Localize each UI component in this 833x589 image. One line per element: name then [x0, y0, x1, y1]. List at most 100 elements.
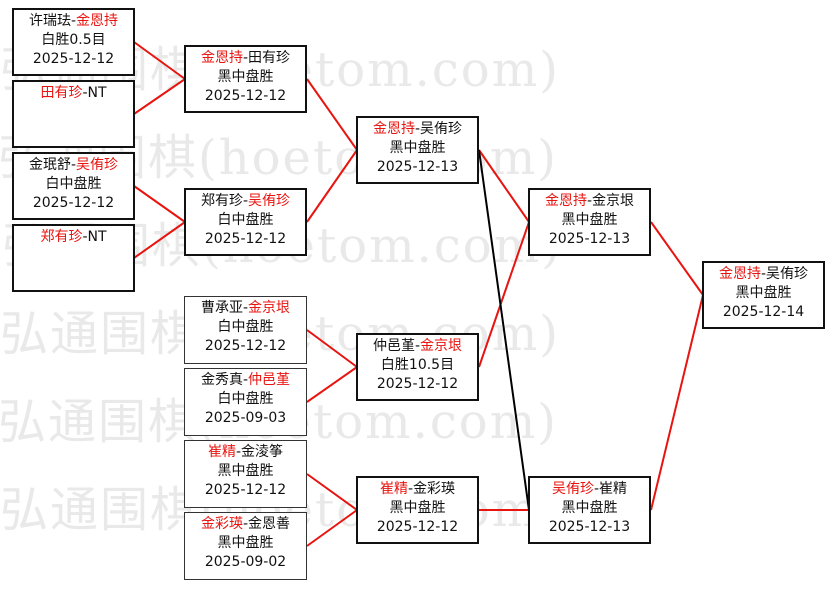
player-white[interactable]: 金京垠 [248, 300, 291, 316]
player-white[interactable]: 崔精 [599, 481, 628, 497]
player-white[interactable]: 金京垠 [420, 338, 463, 354]
match-players: 崔精-金淩筝 [185, 443, 306, 462]
vs-separator: - [586, 193, 593, 209]
match-box[interactable]: 吴侑珍-崔精黑中盘胜 2025-12-13 [528, 476, 651, 544]
match-date: 2025-09-02 [204, 554, 287, 570]
vs-separator: - [414, 121, 421, 137]
connector [133, 78, 186, 115]
connector [306, 509, 358, 547]
vs-separator: - [70, 157, 77, 173]
match-players: 田有珍-NT [14, 84, 133, 103]
player-black[interactable]: 吴侑珍 [551, 481, 594, 497]
player-black[interactable]: 金恩持 [200, 50, 243, 66]
player-black[interactable]: 郑有珍 [200, 193, 243, 209]
connector [133, 221, 186, 259]
player-white[interactable]: 金恩持 [76, 13, 119, 29]
match-date: 2025-12-12 [204, 88, 287, 104]
match-result: 白中盘胜 [217, 212, 274, 228]
match-box[interactable]: 曹承亚-金京垠白中盘胜 2025-12-12 [184, 296, 307, 364]
vs-separator: - [235, 444, 242, 460]
match-date: 2025-12-14 [722, 304, 805, 320]
match-result: 黑中盘胜 [217, 69, 274, 85]
connector [306, 149, 358, 223]
connector [306, 473, 358, 511]
player-white[interactable]: 吴侑珍 [248, 193, 291, 209]
player-black[interactable]: 田有珍 [40, 85, 83, 101]
player-black[interactable]: 金彩瑛 [200, 516, 243, 532]
match-players: 金秀真-仲邑堇 [185, 371, 306, 390]
match-result: 黑中盘胜 [217, 463, 274, 479]
match-result: 白胜10.5目 [380, 357, 455, 373]
player-white[interactable]: 金淩筝 [241, 444, 284, 460]
match-date: 2025-12-12 [376, 519, 459, 535]
player-white[interactable]: NT [87, 229, 107, 245]
player-white[interactable]: 吴侑珍 [766, 266, 809, 282]
player-black[interactable]: 金恩持 [544, 193, 587, 209]
player-black[interactable]: 曹承亚 [200, 300, 243, 316]
player-black[interactable]: 郑有珍 [40, 229, 83, 245]
match-players: 金恩持-吴侑珍 [704, 265, 823, 284]
match-box[interactable]: 郑有珍-NT [12, 224, 135, 292]
match-players: 郑有珍-吴侑珍 [186, 192, 305, 211]
match-result: 黑中盘胜 [389, 140, 446, 156]
match-result: 黑中盘胜 [735, 285, 792, 301]
player-black[interactable]: 许瑞珐 [28, 13, 71, 29]
connector [133, 41, 186, 80]
match-result: 白中盘胜 [217, 391, 274, 407]
connector [650, 221, 704, 296]
player-black[interactable]: 金恩持 [718, 266, 761, 282]
player-white[interactable]: NT [87, 85, 107, 101]
match-players: 仲邑堇-金京垠 [358, 337, 477, 356]
player-white[interactable]: 田有珍 [248, 50, 291, 66]
match-result: 黑中盘胜 [561, 500, 618, 516]
match-box[interactable]: 金彩瑛-金恩善黑中盘胜 2025-09-02 [184, 512, 307, 580]
player-white[interactable]: 金恩善 [248, 516, 291, 532]
vs-separator: - [414, 338, 421, 354]
vs-separator: - [593, 481, 600, 497]
vs-separator: - [242, 193, 249, 209]
match-result: 黑中盘胜 [217, 535, 274, 551]
player-white[interactable]: 金京垠 [592, 193, 635, 209]
vs-separator: - [760, 266, 767, 282]
match-box[interactable]: 田有珍-NT [12, 80, 135, 148]
match-date: 2025-12-12 [376, 376, 459, 392]
connector [650, 294, 704, 511]
connector [306, 78, 358, 151]
match-result: 黑中盘胜 [389, 500, 446, 516]
player-white[interactable]: 吴侑珍 [76, 157, 119, 173]
match-result: 白中盘胜 [217, 319, 274, 335]
vs-separator: - [70, 13, 77, 29]
vs-separator: - [242, 372, 249, 388]
player-black[interactable]: 仲邑堇 [372, 338, 415, 354]
player-black[interactable]: 金秀真 [200, 372, 243, 388]
connector [306, 366, 358, 403]
match-box[interactable]: 崔精-金彩瑛黑中盘胜 2025-12-12 [356, 476, 479, 544]
player-white[interactable]: 仲邑堇 [248, 372, 291, 388]
vs-separator: - [407, 481, 414, 497]
player-white[interactable]: 吴侑珍 [420, 121, 463, 137]
match-result: 白胜0.5目 [41, 32, 106, 48]
player-black[interactable]: 金珉舒 [28, 157, 71, 173]
player-black[interactable]: 崔精 [379, 481, 408, 497]
match-date: 2025-12-13 [548, 519, 631, 535]
connector [478, 149, 530, 223]
match-players: 金恩持-金京垠 [530, 192, 649, 211]
player-white[interactable]: 金彩瑛 [413, 481, 456, 497]
connector [478, 221, 530, 368]
player-black[interactable]: 金恩持 [372, 121, 415, 137]
match-date: 2025-12-12 [32, 195, 115, 211]
match-date: 2025-12-12 [204, 338, 287, 354]
vs-separator: - [242, 300, 249, 316]
player-black[interactable]: 崔精 [207, 444, 236, 460]
match-players: 金彩瑛-金恩善 [185, 515, 306, 534]
